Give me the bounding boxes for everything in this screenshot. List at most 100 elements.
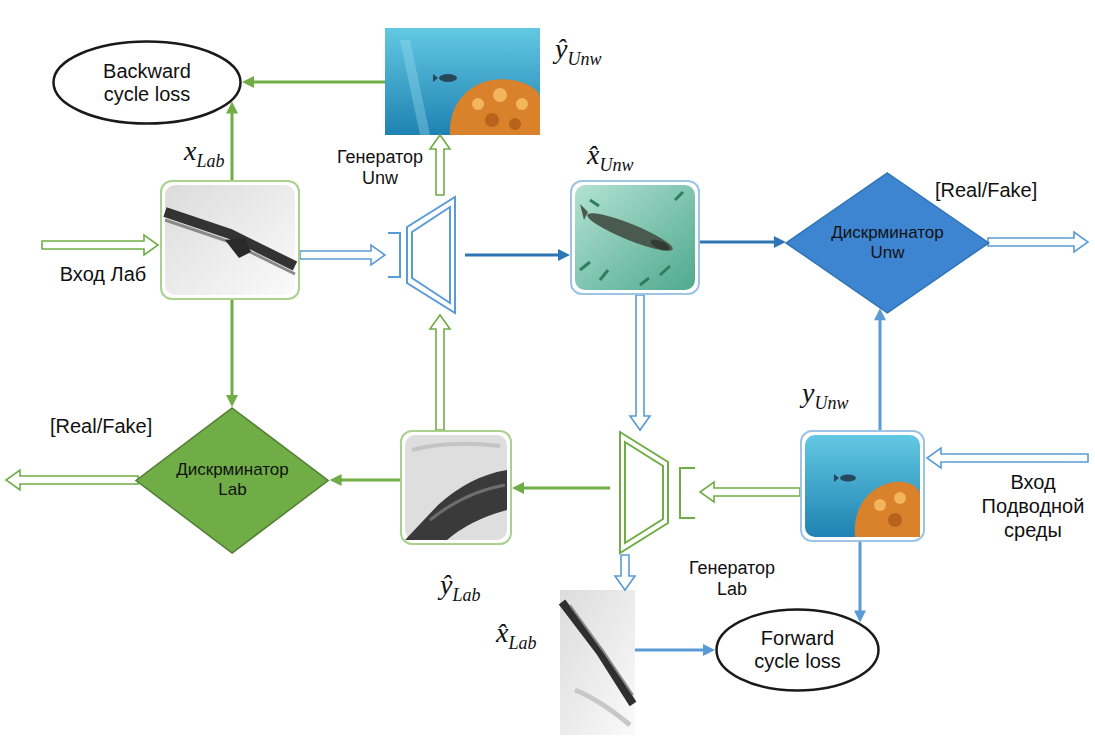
translated-underwater-photo-part: [575, 185, 695, 290]
math-symbol: ŷ: [440, 569, 452, 600]
arrow-shaft: [252, 81, 385, 84]
lab-photo-part: [165, 212, 295, 266]
translated-lab-photo: [405, 435, 507, 540]
translated-lab-photo-part: [560, 590, 635, 735]
math-label: x̂Unw: [587, 140, 633, 176]
lab-photo-part: [165, 220, 295, 274]
generator-symbol: [610, 430, 700, 555]
translated-lab-photo-part: [430, 485, 505, 520]
underwater-photo-part: [385, 28, 540, 135]
underwater-photo: [805, 435, 920, 537]
node-text: Дискрминатор Lab: [168, 460, 298, 499]
hollow-arrow: [615, 555, 635, 590]
image-frame: xLab: [160, 180, 300, 300]
connector-arrow: [512, 482, 610, 494]
generator-outline: [407, 197, 455, 313]
arrow-head: [242, 76, 254, 88]
arrow-shaft: [340, 479, 400, 482]
image-frame: ŷLab: [400, 430, 512, 545]
math-symbol: x: [184, 135, 196, 166]
ellipse-shape: [54, 42, 241, 124]
note-label: Вход Лаб: [48, 262, 158, 286]
underwater-photo-part: [888, 513, 902, 527]
image-frame: x̂Unw: [570, 180, 700, 295]
image-frame: yUnw: [800, 430, 925, 542]
generator-name: Генератор Unw: [330, 147, 430, 188]
translated-lab-photo: [560, 590, 635, 735]
underwater-photo-part: [834, 474, 839, 482]
note-label: [Real/Fake]: [935, 178, 1037, 202]
diamond-shape: [136, 408, 328, 553]
node-text: Forward cycle loss: [743, 627, 853, 673]
arrow-shaft: [231, 300, 234, 397]
generator-outline: [620, 432, 668, 553]
math-label: ŷUnw: [555, 34, 601, 70]
underwater-photo-part: [516, 98, 528, 110]
generator-name: Генератор Lab: [680, 558, 784, 599]
loss-ellipse: Forward cycle loss: [715, 608, 880, 692]
connector-arrow: [242, 76, 385, 88]
arrow-shaft: [635, 649, 705, 652]
connector-arrow: [465, 249, 570, 261]
text-block: Backward cycle loss: [87, 60, 207, 106]
translated-underwater-photo-part: [580, 192, 683, 285]
translated-lab-photo-part: [562, 602, 633, 704]
underwater-photo-part: [472, 98, 484, 110]
connector-arrow: [615, 555, 635, 590]
generator-outline: [388, 233, 400, 277]
arrow-shaft: [859, 542, 862, 613]
loss-ellipse: Backward cycle loss: [52, 40, 242, 125]
connector-arrow: [226, 300, 238, 407]
connector-arrow: [854, 542, 866, 623]
translated-underwater-photo-part: [584, 207, 675, 256]
underwater-photo-part: [855, 482, 920, 537]
subscript: Unw: [599, 155, 633, 175]
connector-arrow: [700, 482, 800, 502]
underwater-photo-part: [894, 492, 906, 504]
arrow-head: [226, 395, 238, 407]
output-arrow: [6, 470, 138, 490]
generator: Генератор Unw: [385, 195, 465, 315]
node-text: Backward cycle loss: [87, 60, 207, 106]
subscript: Lab: [196, 151, 224, 171]
image-node: ŷUnw: [385, 28, 540, 135]
arrow-shaft: [700, 241, 776, 244]
arrow-head: [703, 644, 715, 656]
note-label: Вход Подводной среды: [978, 470, 1088, 542]
underwater-photo-part: [433, 74, 438, 82]
connector-arrow: [700, 236, 786, 248]
hollow-arrow: [700, 482, 800, 502]
math-symbol: x̂: [587, 139, 599, 170]
underwater-photo-part: [400, 40, 430, 135]
subscript: Unw: [567, 49, 601, 69]
translated-lab-photo-part: [405, 470, 507, 540]
math-label: yUnw: [802, 378, 848, 414]
translated-lab-photo-part: [412, 444, 500, 450]
math-label: x̂Lab: [496, 618, 536, 654]
math-label: ŷLab: [440, 570, 480, 606]
translated-underwater-photo-part: [580, 204, 588, 220]
ellipse-shape: [717, 610, 879, 691]
connector-arrow: [635, 644, 715, 656]
subscript: Lab: [508, 633, 536, 653]
input-arrow: [927, 448, 1088, 468]
connector-arrow: [874, 308, 886, 430]
underwater-photo-part: [439, 74, 457, 82]
lab-photo-part: [225, 238, 251, 258]
text-block: Дискрминатор Lab: [168, 460, 298, 499]
arrow-head: [558, 249, 570, 261]
math-symbol: ŷ: [555, 33, 567, 64]
hollow-arrow: [430, 315, 450, 430]
arrow-head: [774, 236, 786, 248]
generator-label: Генератор Lab: [680, 558, 784, 599]
translated-lab-photo-part: [570, 605, 633, 695]
connector-arrow: [330, 474, 400, 486]
lab-photo: [165, 185, 295, 295]
lab-photo-part: [165, 185, 295, 295]
image-node: x̂Lab: [560, 590, 635, 735]
subscript: Lab: [452, 585, 480, 605]
arrow-head: [330, 474, 342, 486]
hollow-arrow: [300, 245, 385, 265]
